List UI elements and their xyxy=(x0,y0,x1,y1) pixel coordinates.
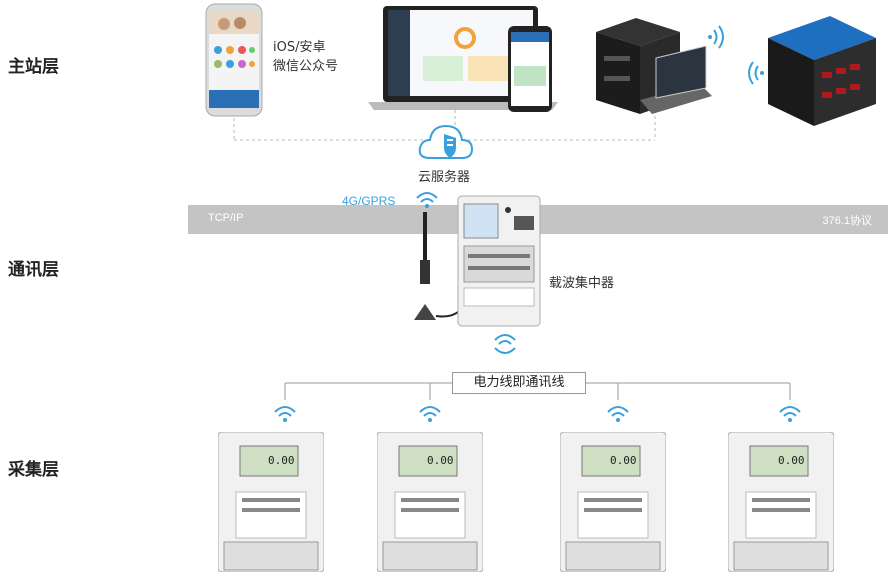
smartphone-icon xyxy=(205,3,263,117)
power-line-bus-label: 电力线即通讯线 xyxy=(452,372,586,394)
phone-caption-line1: iOS/安卓 xyxy=(273,40,326,55)
wifi-icon xyxy=(708,25,724,49)
cloud-server-label: 云服务器 xyxy=(418,170,471,185)
electric-meter-icon xyxy=(727,431,835,573)
layer-label-collect: 采集层 xyxy=(8,460,59,480)
wifi-icon xyxy=(416,192,438,208)
protocol-left-label: TCP/IP xyxy=(208,212,244,224)
server-icon xyxy=(596,18,712,114)
electric-meter: 0.00 xyxy=(559,431,667,573)
electric-meter: 0.00 xyxy=(217,431,325,573)
wifi-icon xyxy=(419,406,441,422)
layer-label-master: 主站层 xyxy=(8,57,59,77)
meter-display: 0.00 xyxy=(427,454,454,467)
storage-server-icon xyxy=(768,16,876,126)
protocol-right-label: 376.1协议 xyxy=(822,215,872,227)
wifi-icon xyxy=(779,406,801,422)
concentrator-label: 载波集中器 xyxy=(549,276,615,291)
electric-meter-icon xyxy=(559,431,667,573)
meter-display: 0.00 xyxy=(610,454,637,467)
electric-meter: 0.00 xyxy=(376,431,484,573)
layer-label-comm: 通讯层 xyxy=(8,260,59,280)
meter-display: 0.00 xyxy=(778,454,805,467)
wifi-icon xyxy=(748,61,764,85)
wifi-icon xyxy=(274,406,296,422)
antenna-icon xyxy=(414,212,459,320)
laptop-icon xyxy=(368,6,558,112)
electric-meter: 0.00 xyxy=(727,431,835,573)
electric-meter-icon xyxy=(376,431,484,573)
concentrator-device-icon xyxy=(457,195,541,327)
wifi-icon xyxy=(607,406,629,422)
electric-meter-icon xyxy=(217,431,325,573)
cloud-server-icon xyxy=(418,124,474,159)
gprs-label: 4G/GPRS xyxy=(342,194,396,208)
meter-display: 0.00 xyxy=(268,454,295,467)
wifi-icon xyxy=(494,334,516,354)
phone-caption-line2: 微信公众号 xyxy=(273,59,339,74)
